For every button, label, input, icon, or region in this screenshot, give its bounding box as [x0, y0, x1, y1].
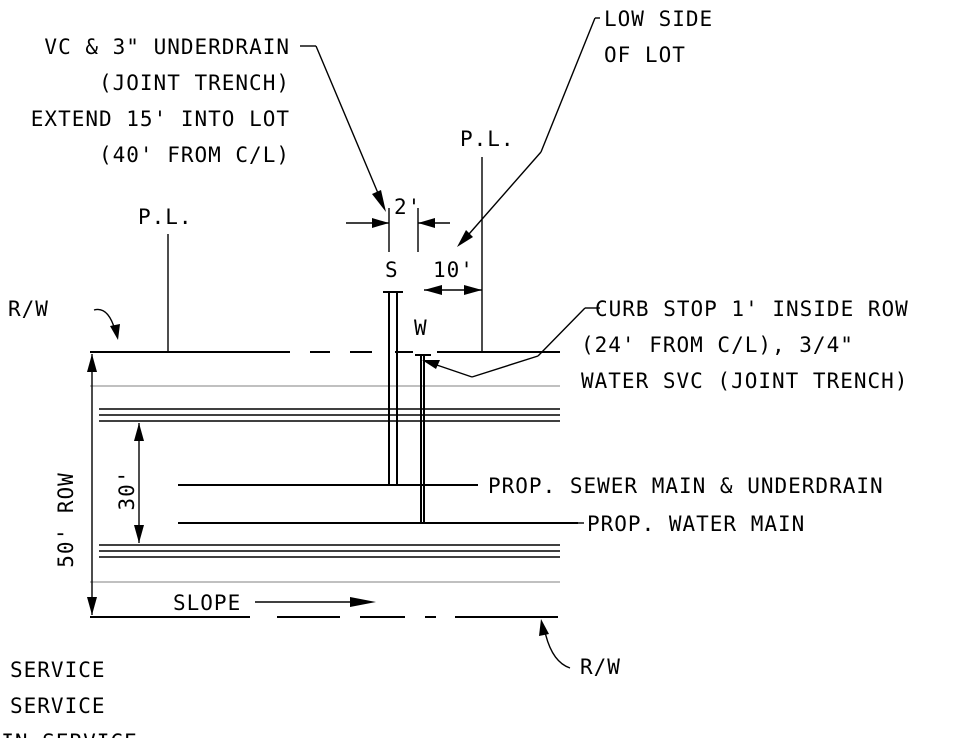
sewer-service-marker: S	[385, 258, 399, 282]
dimension-10ft	[424, 285, 482, 295]
sewer-note-line-1: VC & 3" UNDERDRAIN	[44, 35, 290, 59]
low-side-line-1: LOW SIDE	[604, 7, 713, 31]
property-line-right-label: P.L.	[460, 127, 515, 151]
curb-lines-bottom	[99, 544, 560, 558]
curb-stop-note: CURB STOP 1' INSIDE ROW (24' FROM C/L), …	[581, 297, 909, 393]
property-line-left-label: P.L.	[138, 205, 193, 229]
right-of-way-bottom-label: R/W	[580, 655, 621, 679]
slope-arrow	[255, 597, 376, 607]
sewer-note-line-2: (JOINT TRENCH)	[99, 71, 290, 95]
street-width-dimension	[134, 423, 144, 543]
water-main-label: PROP. WATER MAIN	[587, 512, 805, 536]
row-width-label: 50' ROW	[54, 472, 78, 568]
sewer-note-line-3: EXTEND 15' INTO LOT	[31, 107, 290, 131]
sewer-note-line-4: (40' FROM C/L)	[99, 143, 290, 167]
dimension-2ft-label: 2'	[394, 195, 421, 219]
legend: SERVICE SERVICE RAIN SERVICE	[0, 658, 138, 738]
dimension-2ft	[346, 208, 450, 252]
water-service-pipe	[415, 354, 431, 523]
sewer-service-note: VC & 3" UNDERDRAIN (JOINT TRENCH) EXTEND…	[31, 35, 290, 167]
low-side-note: LOW SIDE OF LOT	[604, 7, 713, 67]
right-of-way-bottom-leader	[539, 619, 571, 669]
legend-item-3: RAIN SERVICE	[0, 730, 138, 738]
water-service-marker: W	[414, 316, 428, 340]
row-width-dimension	[87, 354, 97, 615]
street-width-label: 30'	[115, 470, 139, 511]
sewer-note-leader	[300, 45, 386, 212]
right-of-way-top-leader	[93, 308, 120, 340]
sewer-main-label: PROP. SEWER MAIN & UNDERDRAIN	[488, 474, 884, 498]
legend-item-1: SERVICE	[10, 658, 106, 682]
slope-label: SLOPE	[173, 591, 241, 615]
low-side-line-2: OF LOT	[604, 43, 686, 67]
curb-note-line-2: (24' FROM C/L), 3/4"	[581, 333, 854, 357]
curb-note-line-3: WATER SVC (JOINT TRENCH)	[581, 369, 908, 393]
legend-item-2: SERVICE	[10, 694, 106, 718]
dimension-10ft-label: 10'	[433, 258, 474, 282]
low-side-leader	[457, 17, 600, 247]
right-of-way-top-label: R/W	[8, 297, 49, 321]
curb-note-line-1: CURB STOP 1' INSIDE ROW	[595, 297, 909, 321]
curb-lines-top	[99, 408, 560, 422]
curb-stop-leader	[422, 307, 600, 378]
sewer-service-pipe	[383, 291, 403, 485]
